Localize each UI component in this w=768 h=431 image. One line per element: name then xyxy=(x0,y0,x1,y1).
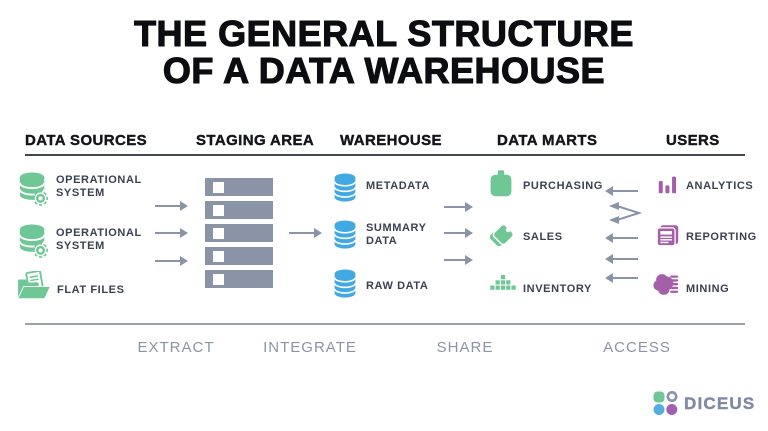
user-label-analytics: ANALYTICS xyxy=(686,180,754,192)
source-label-operational-system-2: OPERATIONAL SYSTEM xyxy=(56,227,142,252)
footer-divider xyxy=(25,323,745,325)
analytics-bars-icon xyxy=(657,174,678,195)
flow-arrow-users-marts-2 xyxy=(605,233,638,243)
server-led xyxy=(213,227,224,239)
process-label-extract: EXTRACT xyxy=(137,339,215,356)
database-gear-icon xyxy=(17,221,49,259)
flow-arrow-users-marts-3 xyxy=(605,254,638,264)
process-label-access: ACCESS xyxy=(603,339,671,356)
mart-label-sales: SALES xyxy=(523,231,563,243)
flat-files-icon xyxy=(16,271,52,301)
flow-arrow-users-marts-4 xyxy=(605,273,638,283)
server-led xyxy=(213,273,224,285)
user-label-mining: MINING xyxy=(686,283,730,295)
flow-arrow-staging-warehouse xyxy=(289,228,322,238)
warehouse-label-summary-data: SUMMARY DATA xyxy=(366,222,427,247)
mart-label-purchasing: PURCHASING xyxy=(523,180,603,192)
header-divider xyxy=(25,154,745,156)
diceus-logo-wordmark: DICEUS xyxy=(684,394,756,413)
database-gear-icon xyxy=(17,169,49,207)
mart-label-inventory: INVENTORY xyxy=(523,283,592,295)
flow-arrow-warehouse-marts-1 xyxy=(444,202,473,212)
server-led xyxy=(213,204,224,216)
server-led xyxy=(213,181,224,193)
flow-arrow-source-staging-1 xyxy=(155,201,188,211)
server-bar xyxy=(205,201,273,219)
user-label-reporting: REPORTING xyxy=(686,231,757,243)
flow-arrow-source-staging-3 xyxy=(155,256,188,266)
header-users: USERS xyxy=(666,132,720,149)
sales-tag-icon xyxy=(485,220,517,252)
warehouse-label-raw-data: RAW DATA xyxy=(366,280,429,292)
flow-arrow-users-marts-1 xyxy=(605,186,638,196)
title-line-2: OF A DATA WAREHOUSE xyxy=(162,50,606,91)
database-icon xyxy=(333,218,357,251)
warehouse-label-metadata: METADATA xyxy=(366,180,431,192)
flow-arrow-warehouse-marts-2 xyxy=(444,228,473,238)
process-label-integrate: INTEGRATE xyxy=(263,339,357,356)
header-data-sources: DATA SOURCES xyxy=(25,132,148,149)
header-data-marts: DATA MARTS xyxy=(497,132,598,149)
server-led xyxy=(213,250,224,262)
server-bar xyxy=(205,224,273,242)
reporting-document-icon xyxy=(655,223,680,248)
flow-arrow-warehouse-marts-3 xyxy=(444,255,473,265)
diceus-logo-icon xyxy=(653,390,680,417)
source-label-operational-system-1: OPERATIONAL SYSTEM xyxy=(56,174,142,199)
process-label-share: SHARE xyxy=(436,339,494,356)
server-bar xyxy=(205,247,273,265)
flow-arrow-source-staging-2 xyxy=(155,228,188,238)
database-icon xyxy=(333,267,357,300)
flow-zigzag-arrow xyxy=(608,201,644,225)
server-bar xyxy=(205,270,273,288)
server-bar xyxy=(205,178,273,196)
purchasing-bag-icon xyxy=(489,169,513,198)
database-icon xyxy=(333,171,357,204)
source-label-flat-files: FLAT FILES xyxy=(57,284,125,296)
header-staging-area: STAGING AREA xyxy=(196,132,315,149)
page-title: THE GENERAL STRUCTURE OF A DATA WAREHOUS… xyxy=(0,13,768,91)
inventory-boxes-icon xyxy=(489,274,517,293)
title-line-1: THE GENERAL STRUCTURE xyxy=(134,13,634,54)
mining-brain-icon xyxy=(653,272,680,296)
header-warehouse: WAREHOUSE xyxy=(340,132,442,149)
